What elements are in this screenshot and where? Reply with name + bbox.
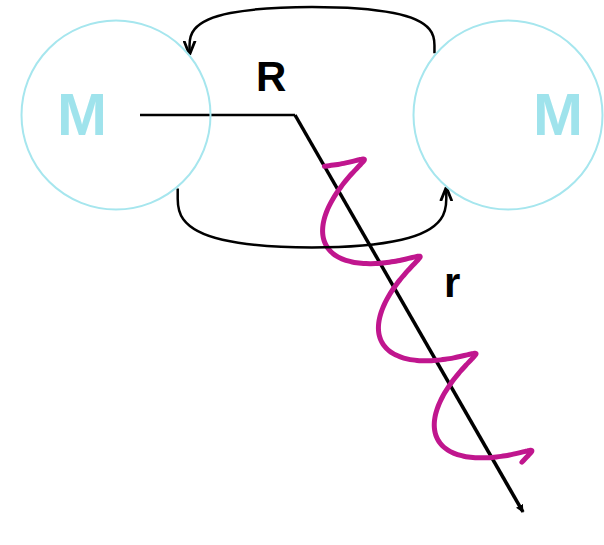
circle-outline <box>20 19 212 211</box>
orbit-arrow <box>190 7 435 53</box>
separation-line <box>140 114 295 117</box>
orbit-arrow <box>178 189 447 248</box>
circle-outline <box>22 21 211 210</box>
variable-label: R <box>254 56 288 98</box>
distance-arrow <box>295 115 523 512</box>
circle-outline <box>414 21 603 210</box>
gravitational-wave <box>323 159 532 462</box>
mass-label: M <box>533 85 583 145</box>
variable-label: r <box>442 262 462 304</box>
mass-circle: M <box>20 19 212 211</box>
mass-circle: M <box>412 19 604 211</box>
mass-label: M <box>57 85 107 145</box>
